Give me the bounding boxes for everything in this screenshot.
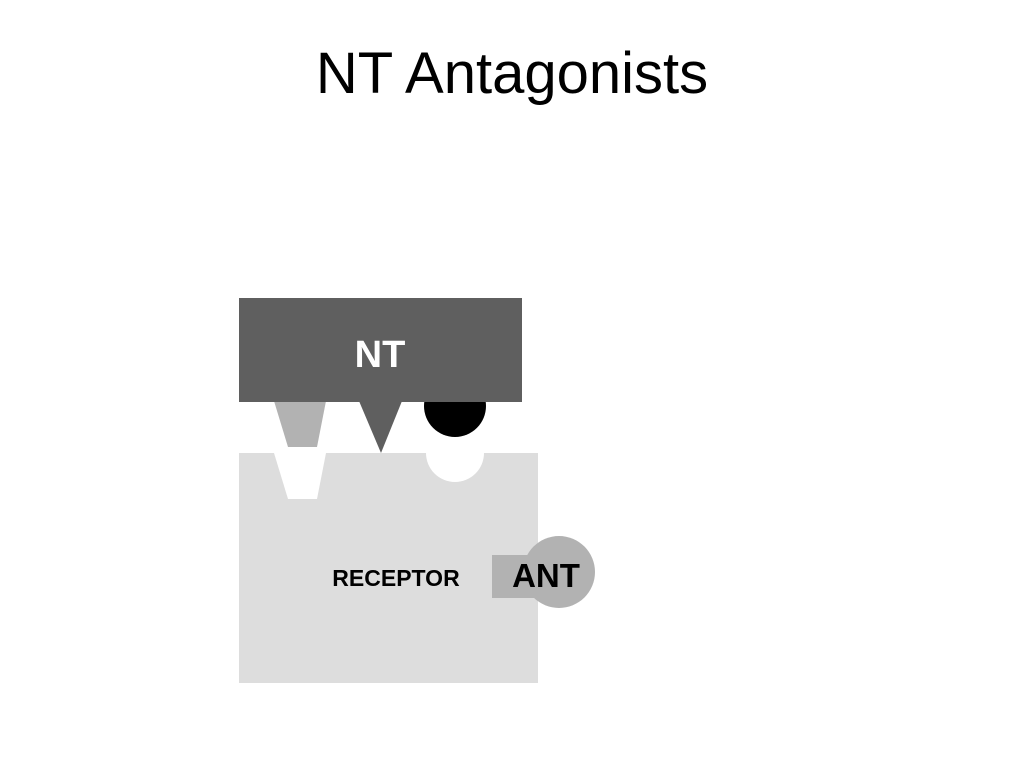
antagonist-label: ANT [512, 557, 580, 594]
neurotransmitter-block [239, 298, 522, 402]
neurotransmitter-label: NT [355, 334, 406, 376]
receptor-round-site [426, 453, 484, 482]
slide-title: NT Antagonists [315, 41, 709, 106]
nt-trapezoid-peg [274, 401, 326, 447]
nt-triangle-peg [359, 401, 402, 453]
receptor-trapezoid-site [274, 453, 326, 499]
receptor-label: RECEPTOR [332, 565, 460, 591]
antagonist-circle [523, 536, 595, 608]
